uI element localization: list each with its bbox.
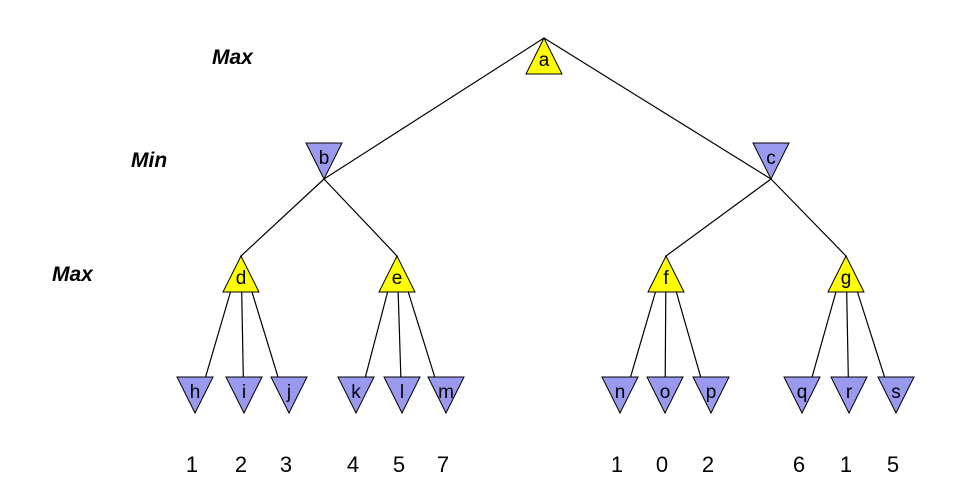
node-label-j: j (286, 382, 291, 403)
max-triangle-a (525, 36, 563, 75)
edge-b-d (240, 178, 325, 257)
max-triangle-f (647, 254, 685, 293)
nodes-layer: a b c d e f g h i j k l m n o p q r s (176, 36, 915, 415)
min-triangle-r (830, 376, 868, 415)
node-label-b: b (319, 148, 330, 169)
node-label-i: i (242, 382, 246, 403)
leaf-value-k: 4 (347, 452, 359, 477)
node-b: b (305, 142, 343, 181)
leaf-value-s: 5 (887, 452, 899, 477)
node-c: c (752, 142, 790, 181)
node-f: f (647, 254, 685, 293)
edge-c-f (665, 178, 772, 257)
node-label-e: e (392, 268, 403, 289)
node-d: d (222, 254, 260, 293)
node-o: o (646, 376, 684, 415)
min-triangle-l (383, 376, 421, 415)
node-n: n (601, 376, 639, 415)
min-triangle-s (877, 376, 915, 415)
leaf-value-o: 0 (656, 452, 668, 477)
max-triangle-d (222, 254, 260, 293)
leaf-value-q: 6 (793, 452, 805, 477)
node-p: p (692, 376, 730, 415)
node-label-c: c (766, 148, 776, 169)
leaf-value-h: 1 (186, 452, 198, 477)
leaf-values-layer: 1 2 3 4 5 7 1 0 2 6 1 5 (186, 452, 899, 477)
node-k: k (337, 376, 375, 415)
level-label-3: Max (52, 263, 94, 286)
min-triangle-p (692, 376, 730, 415)
min-triangle-n (601, 376, 639, 415)
leaf-value-i: 2 (235, 452, 247, 477)
node-label-o: o (660, 382, 671, 403)
edge-c-g (770, 178, 847, 257)
max-triangle-e (378, 254, 416, 293)
leaf-value-l: 5 (393, 452, 405, 477)
node-s: s (877, 376, 915, 415)
edge-b-e (323, 178, 398, 257)
min-triangle-i (225, 376, 263, 415)
node-label-k: k (351, 382, 361, 403)
edge-a-c (543, 37, 772, 180)
node-j: j (270, 376, 308, 415)
leaf-value-m: 7 (437, 452, 449, 477)
node-r: r (830, 376, 868, 415)
node-label-a: a (539, 50, 550, 71)
node-g: g (827, 254, 865, 293)
node-label-p: p (706, 382, 717, 403)
node-label-f: f (663, 268, 669, 289)
min-triangle-k (337, 376, 375, 415)
min-triangle-c (752, 142, 790, 181)
node-label-l: l (400, 382, 404, 403)
node-label-q: q (797, 382, 808, 403)
min-triangle-o (646, 376, 684, 415)
node-m: m (427, 376, 465, 415)
node-i: i (225, 376, 263, 415)
max-triangle-g (827, 254, 865, 293)
edges-layer (194, 37, 897, 414)
leaf-value-p: 2 (702, 452, 714, 477)
min-triangle-q (783, 376, 821, 415)
node-label-n: n (615, 382, 626, 403)
min-triangle-j (270, 376, 308, 415)
node-label-d: d (236, 268, 247, 289)
node-a: a (525, 36, 563, 75)
node-e: e (378, 254, 416, 293)
min-triangle-b (305, 142, 343, 181)
leaf-value-r: 1 (840, 452, 852, 477)
min-triangle-m (427, 376, 465, 415)
node-q: q (783, 376, 821, 415)
node-label-r: r (846, 382, 853, 403)
level-label-1: Max (212, 46, 254, 69)
edge-a-b (323, 37, 545, 180)
node-label-m: m (438, 382, 454, 403)
min-triangle-h (176, 376, 214, 415)
leaf-value-n: 1 (611, 452, 623, 477)
node-label-s: s (891, 382, 901, 403)
node-label-h: h (190, 382, 201, 403)
node-h: h (176, 376, 214, 415)
leaf-value-j: 3 (280, 452, 292, 477)
node-label-g: g (841, 268, 852, 289)
node-l: l (383, 376, 421, 415)
level-label-2: Min (131, 149, 167, 172)
